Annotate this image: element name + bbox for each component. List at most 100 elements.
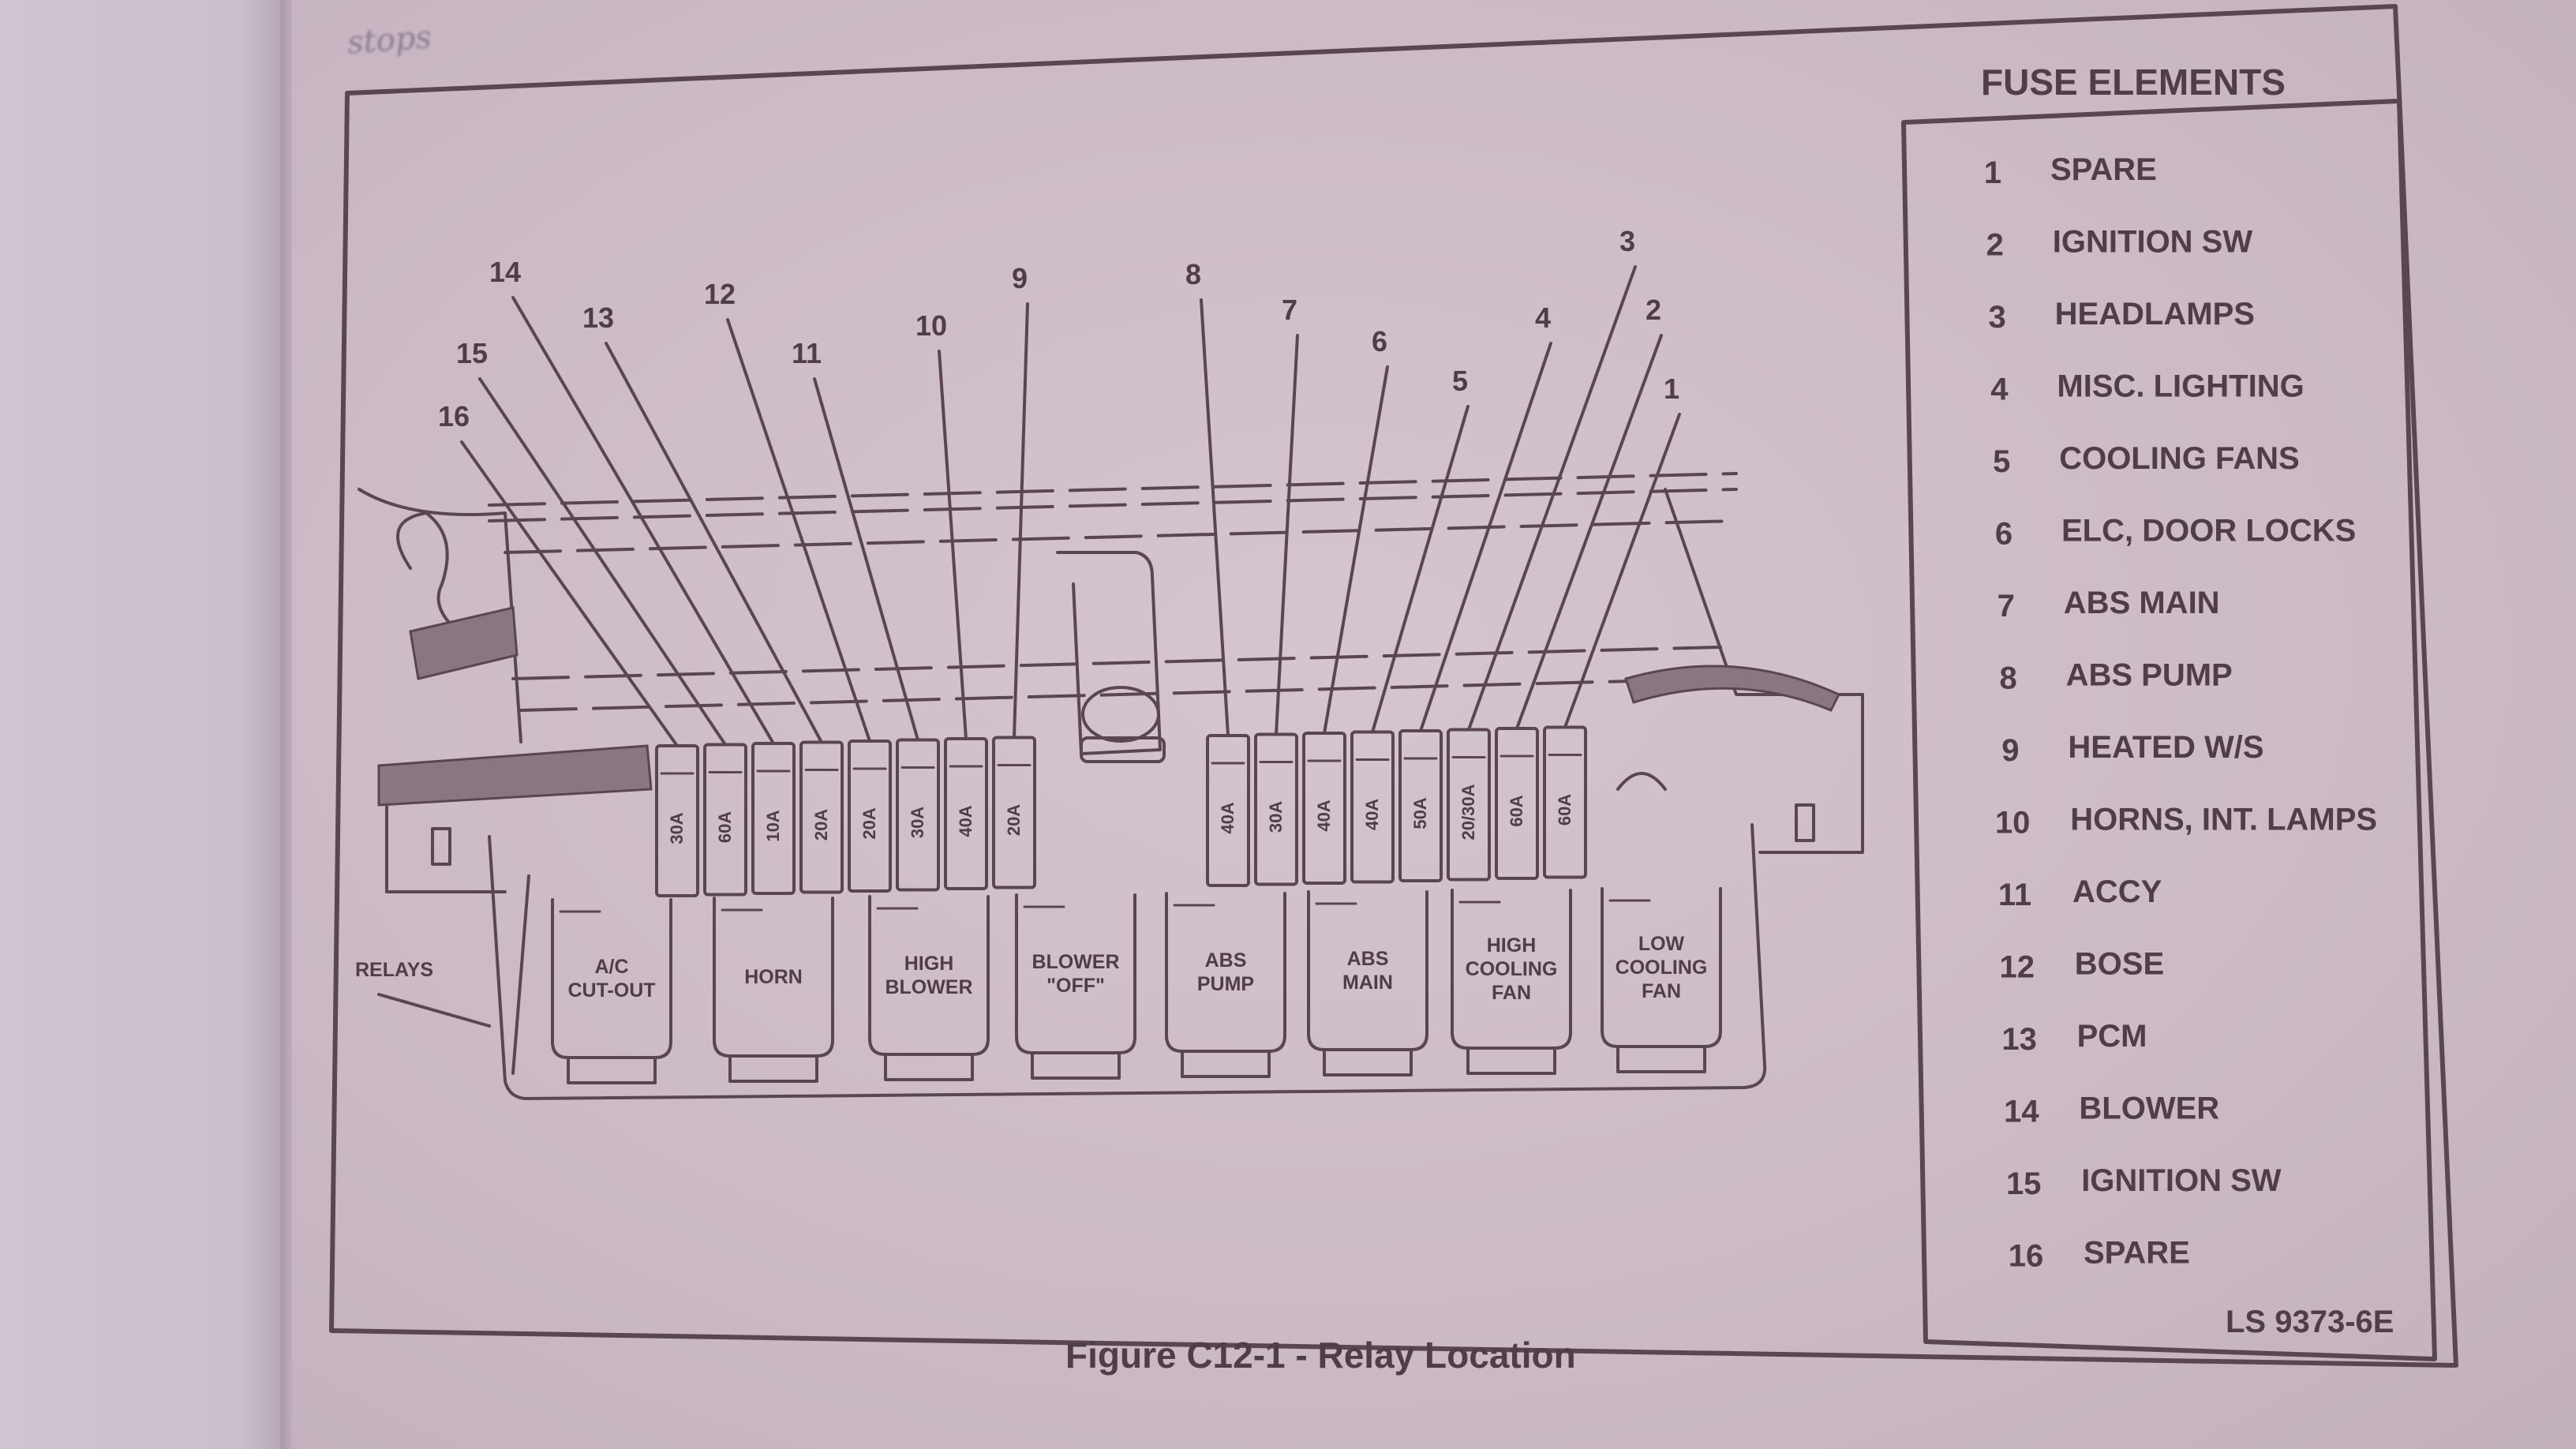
fuse-block-outline [488,823,1767,1100]
relay-label-line: COOLING [1466,958,1558,980]
fuse-block-drawing [358,472,1864,1100]
legend-item-label: HEADLAMPS [2055,297,2255,331]
fuse-rating: 40A [1362,799,1382,830]
callout-number: 11 [792,337,822,369]
callout-leader-line [938,350,968,740]
fuse-rating: 20A [859,807,879,839]
housing-rail-line [488,472,1738,507]
fuse-7: 30A [1254,732,1298,886]
document-code: LS 9373-6E [2226,1305,2394,1339]
relay-label-line: HIGH [1487,934,1537,957]
fuse-2: 60A [1495,727,1539,880]
relay-label-line: COOLING [1616,957,1708,979]
fuse-body [655,744,699,897]
fuse-body [751,742,796,895]
fuse-10: 40A [944,737,988,890]
callout-leader-line [460,440,679,747]
fuse-rating: 50A [1410,797,1430,829]
fuse-12: 20A [848,739,892,893]
legend-item-label: ABS MAIN [2064,586,2220,620]
relay-body [1601,887,1722,1048]
fuse-4: 50A [1398,729,1443,882]
callout-leader-line [605,342,823,744]
callout-number: 6 [1372,325,1387,358]
upper-wire-harness [409,606,519,680]
relay-group: A/CCUT-OUTHORNHIGHBLOWERBLOWER"OFF"ABSPU… [551,887,1722,1084]
legend-item: 14 BLOWER [2004,1091,2219,1129]
callout-leader-line [1419,342,1552,732]
callout-leader-line [726,318,871,743]
callout-number: 7 [1282,294,1297,326]
left-mount-tab [385,803,507,893]
legend-item-number: 2 [1986,228,2004,263]
relay-label-line: MAIN [1342,972,1393,994]
callout-number: 8 [1185,258,1201,290]
legend-item-number: 15 [2006,1166,2042,1201]
fuse-body [1206,734,1250,887]
relay-3: BLOWER"OFF" [1015,893,1136,1080]
relay-label-line: HIGH [904,953,954,975]
fuse-rating: 60A [715,811,735,843]
legend-item-label: SPARE [2084,1236,2190,1271]
fuse-14: 10A [751,742,796,895]
legend-item-label: IGNITION SW [2081,1163,2282,1198]
callout-leader-line [1371,405,1470,734]
fuse-body [1398,729,1443,882]
relay-label-line: CUT-OUT [567,979,655,1002]
relay-terminal-base [1616,1045,1706,1073]
legend-item-number: 4 [1990,373,2009,407]
figure-caption: Figure C12-1 - Relay Location [1065,1335,1576,1376]
relay-body [1015,893,1136,1054]
legend-item-number: 14 [2004,1095,2039,1129]
relay-1: HORN [713,897,834,1083]
fuse-rating: 40A [956,805,975,837]
relay-label-line: BLOWER [885,976,972,998]
fuse-rating: 60A [1555,794,1574,826]
relay-terminal-base [1323,1048,1413,1076]
fuse-rating: 40A [1314,799,1334,831]
callout-leader-line [1275,334,1299,736]
fuse-rating: 30A [667,812,687,844]
callout-number: 9 [1012,262,1028,294]
figure-frame [329,4,2458,1368]
fuse-5: 40A [1350,730,1395,884]
legend-item-label: BLOWER [2079,1091,2219,1126]
housing-rail-line [504,519,1738,554]
relay-label-line: LOW [1638,933,1685,955]
relays-label: RELAYS [355,959,433,981]
fuse-body [1447,728,1491,882]
right-wire-harness [1624,665,1841,712]
legend-item-number: 5 [1993,444,2010,479]
legend-item-number: 11 [1998,878,2031,912]
relay-body [1165,892,1286,1053]
legend-title: FUSE ELEMENTS [1981,62,2286,103]
legend-item-number: 9 [2001,733,2019,768]
legend-item-label: ABS PUMP [2066,658,2233,693]
fuse-8: 40A [1206,734,1250,887]
fuse-16: 30A [655,744,699,897]
fuse-11: 30A [896,738,940,892]
fuse-rating: 20A [1004,804,1024,836]
fuse-9: 20A [992,736,1036,889]
relay-body [1307,890,1428,1051]
relays-leader-line [377,993,491,1028]
housing-rail-line [519,677,1722,712]
legend-item-number: 12 [2000,950,2035,985]
legend-item-number: 1 [1984,155,2001,190]
legend-box [1901,99,2437,1361]
